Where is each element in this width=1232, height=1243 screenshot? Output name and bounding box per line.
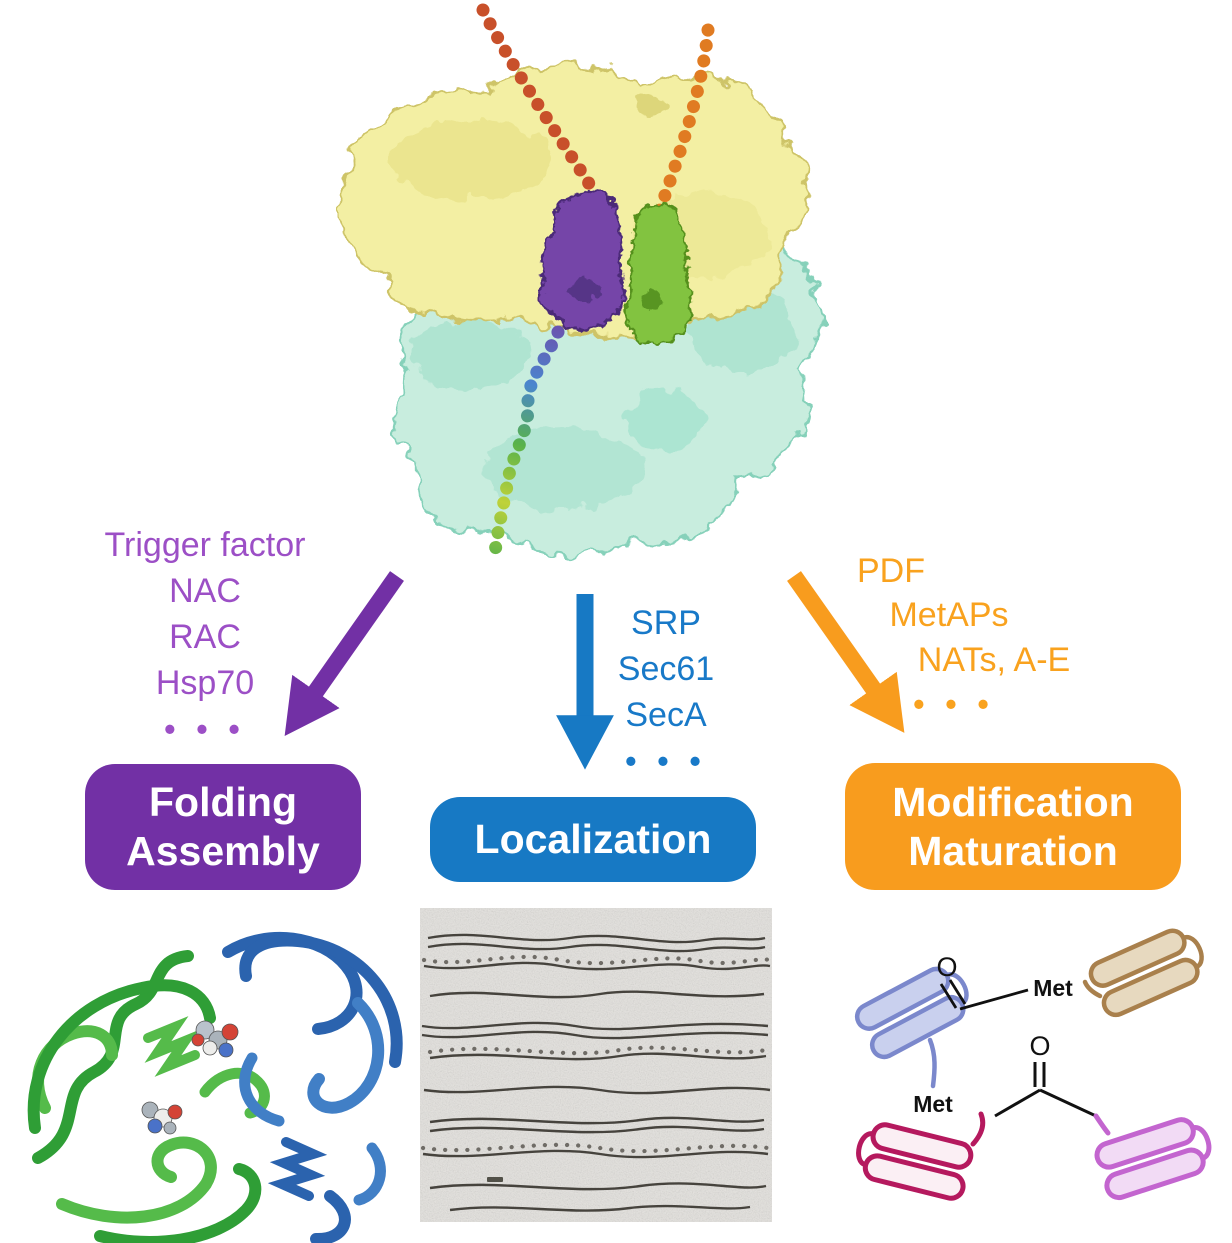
- helix-bundle-periwinkle: [854, 966, 969, 1060]
- crimson-nterm-tail: [970, 1111, 986, 1147]
- tan-nterm-tail: [1082, 979, 1103, 999]
- helix-bundle-orchid: [1094, 1117, 1212, 1201]
- folding-arrow: [284, 571, 404, 736]
- factor-label: RAC: [169, 618, 241, 656]
- factor-label: Trigger factor: [104, 526, 306, 564]
- helix-bundle-crimson: [856, 1122, 974, 1201]
- factor-label: Hsp70: [155, 664, 255, 702]
- ellipsis-dots: • • •: [625, 743, 707, 779]
- orchid-nterm-tail: [1093, 1113, 1111, 1136]
- ellipsis-dots: • • •: [913, 686, 995, 722]
- formyl-met-label: Met: [1033, 975, 1073, 1001]
- factor-label: NATs, A-E: [917, 641, 1071, 679]
- folding-factor-list: Trigger factor NAC RAC Hsp70 • • •: [72, 522, 338, 752]
- helix-bundle-tan: [1088, 928, 1204, 1018]
- modification-maturation-box: Modification Maturation: [845, 763, 1181, 890]
- membrane-ribosome-dots: [420, 954, 772, 1154]
- box-label-line: Folding: [148, 779, 297, 825]
- protein-structure-illustration: [27, 931, 403, 1243]
- ligand-spheres-upper: [191, 1020, 239, 1058]
- acetyl-group-structure: [994, 1062, 1097, 1118]
- ellipsis-dots: • • •: [164, 711, 246, 747]
- nascent-chain: [487, 325, 565, 569]
- box-label-line: Assembly: [126, 828, 320, 874]
- er-membranes: [421, 933, 771, 1212]
- periwinkle-nterm-tail: [927, 1037, 937, 1089]
- formyl-group-structure: [939, 979, 1029, 1011]
- box-label-line: Localization: [474, 816, 712, 862]
- formyl-oxygen-label: O: [936, 952, 957, 982]
- modification-arrow: [787, 571, 905, 733]
- acetyl-oxygen-label: O: [1029, 1031, 1050, 1061]
- factor-label: Sec61: [617, 650, 715, 688]
- factor-label: NAC: [169, 572, 241, 610]
- ligand-spheres-lower: [141, 1101, 183, 1135]
- nterm-met-label: Met: [913, 1091, 953, 1117]
- factor-label: SRP: [631, 604, 701, 642]
- em-micrograph-illustration: [420, 908, 772, 1222]
- factor-label: MetAPs: [889, 596, 1009, 634]
- localization-box: Localization: [430, 797, 756, 882]
- box-label-line: Modification: [892, 778, 1134, 825]
- trna-a-site: [538, 189, 625, 332]
- scale-bar-mark: [487, 1177, 503, 1182]
- factor-label: SecA: [625, 696, 707, 734]
- modification-cartoon: Met O Met O: [854, 928, 1212, 1201]
- folding-assembly-box: Folding Assembly: [85, 764, 361, 890]
- trna-p-site: [624, 201, 693, 346]
- factor-label: PDF: [857, 552, 925, 590]
- ribosome-illustration: [342, 3, 823, 569]
- mrna-strand-left: [476, 3, 604, 203]
- localization-factor-list: SRP Sec61 SecA • • •: [596, 600, 736, 784]
- box-label-line: Maturation: [908, 827, 1118, 874]
